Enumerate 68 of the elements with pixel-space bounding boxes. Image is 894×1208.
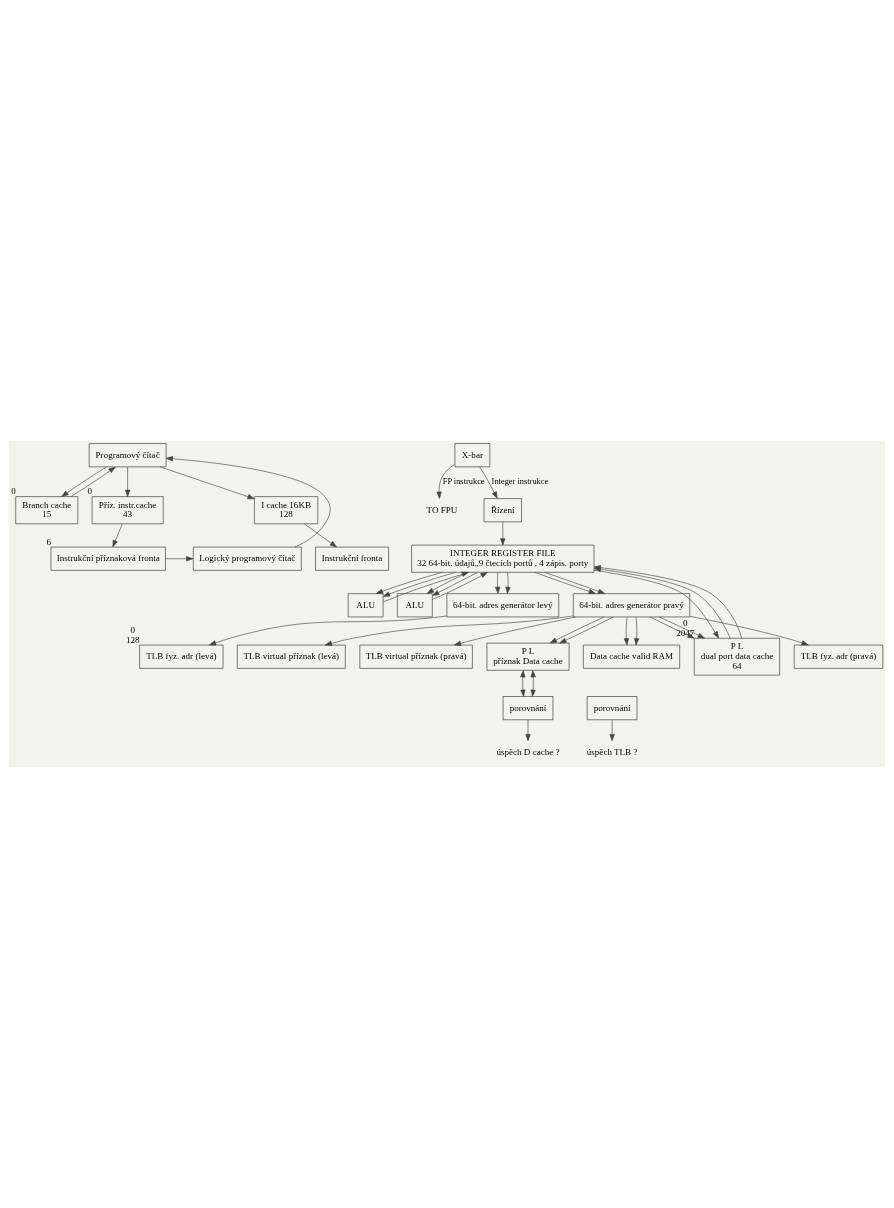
arrow <box>382 572 456 597</box>
node-box: porovnání <box>502 696 554 721</box>
arrow <box>112 523 123 548</box>
node-label: 2047 <box>676 627 695 638</box>
node-label: 0 <box>87 486 93 497</box>
node-box: Instrukční fronta <box>315 546 389 571</box>
arrow <box>383 571 469 602</box>
node-box: Instrukční příznaková fronta <box>50 546 166 571</box>
node-box: TLB fyz. adr (pravá) <box>793 644 884 669</box>
arrow <box>324 615 574 646</box>
node-text: TO FPU <box>426 504 458 515</box>
arrow <box>634 616 640 646</box>
arrow <box>125 466 131 497</box>
arrow <box>495 572 501 594</box>
arrow <box>609 719 615 742</box>
node-box: 64-bit. adres generátor levý <box>446 593 560 618</box>
node-box: Branch cache 15 <box>15 496 79 525</box>
node-box: porovnání <box>586 696 638 721</box>
arrow <box>520 670 526 697</box>
arrow <box>453 616 577 646</box>
node-box: INTEGER REGISTER FILE 32 64-bit. údajů„9 čtecích portů , 4 zápis. porty <box>411 544 595 573</box>
arrow <box>559 616 614 644</box>
arrow <box>303 523 337 548</box>
node-box: Řízení <box>483 498 522 523</box>
node-label: 0 <box>11 486 16 497</box>
arrow <box>159 466 255 500</box>
arrow <box>432 572 488 600</box>
arrow <box>534 572 596 594</box>
arrow <box>505 572 511 594</box>
node-box: ALU <box>347 593 384 618</box>
arrow <box>432 572 478 596</box>
node-box: TLB virtual příznak (pravá) <box>359 644 473 669</box>
node-box: Příz. instr.cache 43 <box>91 496 164 525</box>
node-label: 128 <box>126 634 140 645</box>
arrow <box>530 670 536 697</box>
node-box: Logický programový čítač <box>192 546 302 571</box>
arrow <box>500 521 506 546</box>
arrow <box>525 719 531 742</box>
arrow <box>375 572 443 594</box>
arrow <box>544 572 606 594</box>
arrow <box>549 616 605 644</box>
node-label: 0 <box>130 624 136 635</box>
node-text: úspěch D cache ? <box>496 747 560 758</box>
node-box: I cache 16KB 128 <box>254 496 319 525</box>
node-box: P L dual port data cache 64 <box>693 637 780 676</box>
arrow <box>70 466 116 497</box>
arrow <box>209 615 447 646</box>
arrow <box>165 456 331 548</box>
node-text: úspěch TLB ? <box>586 747 638 758</box>
node-label: 6 <box>46 536 51 547</box>
arrow <box>479 466 498 499</box>
node-box: Programový čítač <box>88 443 167 468</box>
node-box: 64-bit. adres generátor pravý <box>572 593 691 618</box>
node-box: TLB virtual příznak (levá) <box>236 644 346 669</box>
arrow <box>436 463 455 499</box>
node-box: Data cache valid RAM <box>583 644 681 669</box>
arrow <box>689 615 809 646</box>
node-box: ALU <box>397 593 433 618</box>
arrow <box>649 616 695 639</box>
arrow <box>658 616 705 639</box>
node-box: P L příznak Data cache <box>486 642 570 671</box>
arrow <box>623 616 629 646</box>
node-box: TLB fyz. adr (levá) <box>139 644 224 669</box>
node-box: X-bar <box>454 443 491 468</box>
arrow <box>165 556 194 562</box>
arrow <box>426 572 469 594</box>
node-label: 0 <box>682 618 688 629</box>
arrow <box>61 466 107 497</box>
